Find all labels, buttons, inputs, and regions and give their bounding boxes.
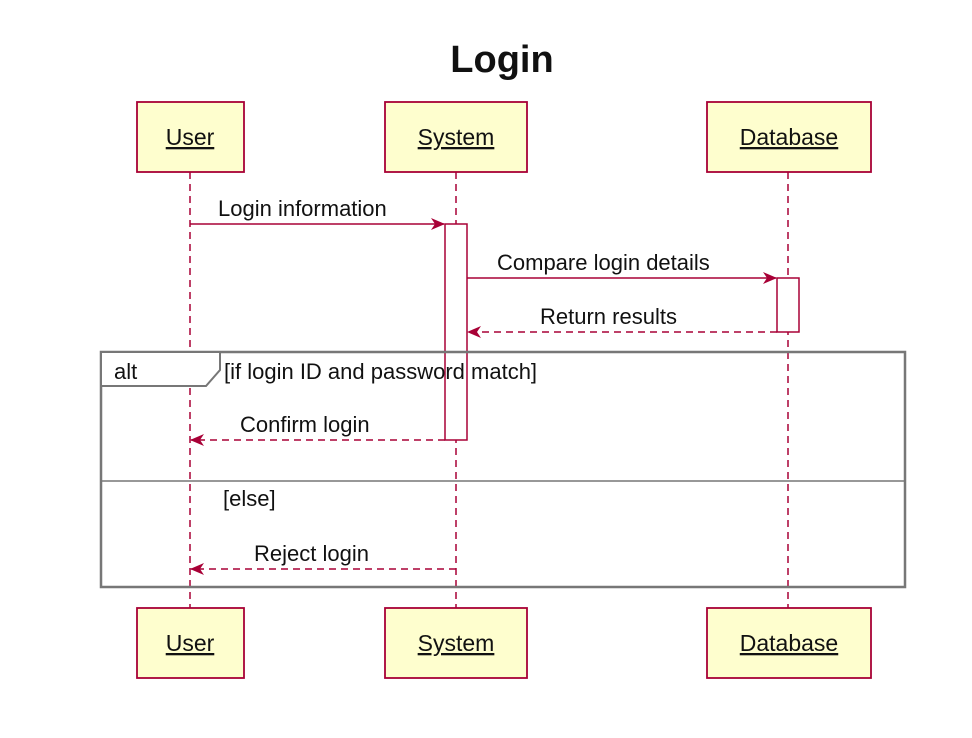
participant-database-bottom: Database	[706, 607, 872, 679]
alt-guard-if: [if login ID and password match]	[224, 359, 537, 384]
participant-label: Database	[740, 630, 838, 656]
activation-bar-database	[776, 277, 800, 333]
alt-guard-else: [else]	[223, 486, 276, 511]
message-label-confirm-login: Confirm login	[240, 412, 370, 437]
message-label-return-results: Return results	[540, 304, 677, 329]
participant-system-top: System	[384, 101, 528, 173]
message-label-reject-login: Reject login	[254, 541, 369, 566]
alt-fragment-frame	[99, 350, 907, 589]
message-label-compare-login-details: Compare login details	[497, 250, 710, 275]
participant-label: User	[166, 124, 215, 150]
participant-user-bottom: User	[136, 607, 245, 679]
participant-label: User	[166, 630, 215, 656]
message-label-login-information: Login information	[218, 196, 387, 221]
participant-label: System	[418, 124, 495, 150]
participant-label: Database	[740, 124, 838, 150]
activation-bar-system	[444, 223, 468, 441]
alt-operator-label: alt	[114, 359, 137, 384]
participant-system-bottom: System	[384, 607, 528, 679]
alt-fragment-tab	[100, 351, 221, 387]
participant-label: System	[418, 630, 495, 656]
participant-user-top: User	[136, 101, 245, 173]
diagram-title: Login	[450, 39, 553, 81]
participant-database-top: Database	[706, 101, 872, 173]
